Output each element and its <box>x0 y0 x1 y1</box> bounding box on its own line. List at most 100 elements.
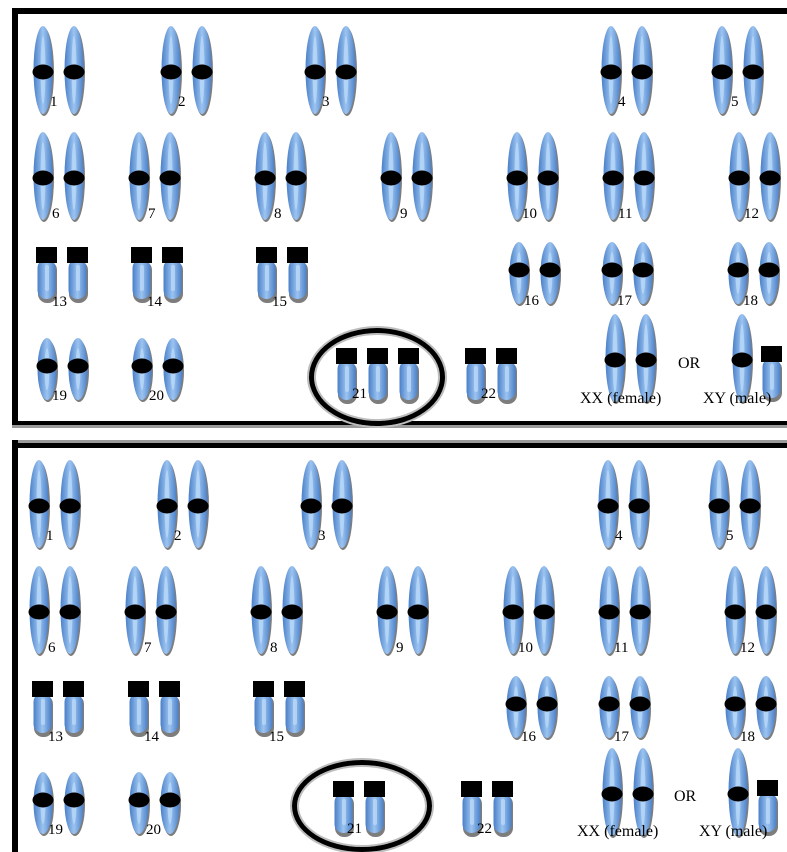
chromosome-number-label: 6 <box>48 640 56 656</box>
chromosome <box>254 130 276 222</box>
chromosome-number-label: 17 <box>614 729 629 745</box>
chromosome <box>711 24 733 116</box>
chromosome <box>536 674 558 740</box>
chromosome <box>285 130 307 222</box>
chromosome-number-label: 8 <box>274 206 282 222</box>
chromosome <box>191 24 213 116</box>
frame-top-edge <box>12 440 787 448</box>
frame-left-edge <box>12 440 18 852</box>
chromosome <box>742 24 764 116</box>
chromosome <box>331 458 353 550</box>
pair-21-highlight-ring <box>292 760 432 852</box>
female-label: XX (female) <box>580 390 661 408</box>
frame-left-edge <box>12 8 18 426</box>
chromosome <box>739 458 761 550</box>
chromosome <box>162 336 184 402</box>
chromosome-number-label: 2 <box>178 94 186 110</box>
chromosome <box>187 458 209 550</box>
chromosome-number-label: 12 <box>740 640 755 656</box>
chromosome <box>533 564 555 656</box>
male-label: XY (male) <box>699 823 767 841</box>
chromosome-number-label: 1 <box>50 94 58 110</box>
chromosome-number-label: 14 <box>147 294 162 310</box>
chromosome <box>28 564 50 656</box>
chromosome-number-label: 9 <box>400 206 408 222</box>
chromosome-number-label: 20 <box>146 822 161 838</box>
chromosome-number-label: 12 <box>744 206 759 222</box>
chromosome-number-label: 17 <box>617 293 632 309</box>
chromosome-number-label: 16 <box>521 729 536 745</box>
chromosome-number-label: 11 <box>618 206 632 222</box>
chromosome-number-label: 11 <box>614 640 628 656</box>
chromosome <box>496 348 518 404</box>
chromosome <box>632 240 654 306</box>
chromosome <box>59 564 81 656</box>
chromosome-number-label: 5 <box>726 528 734 544</box>
chromosome <box>250 564 272 656</box>
or-label: OR <box>674 788 696 806</box>
chromosome <box>411 130 433 222</box>
chromosome-number-label: 13 <box>52 294 67 310</box>
chromosome-number-label: 4 <box>618 94 626 110</box>
chromosome <box>629 564 651 656</box>
chromosome <box>539 240 561 306</box>
chromosome <box>281 564 303 656</box>
chromosome-number-label: 4 <box>615 528 623 544</box>
chromosome-number-label: 19 <box>48 822 63 838</box>
chromosome-number-label: 7 <box>148 206 156 222</box>
chromosome-number-label: 22 <box>477 821 492 837</box>
chromosome <box>63 681 85 737</box>
chromosome <box>755 674 777 740</box>
chromosome <box>32 130 54 222</box>
chromosome-number-label: 20 <box>149 388 164 404</box>
chromosome <box>376 564 398 656</box>
chromosome-number-label: 9 <box>396 640 404 656</box>
chromosome <box>63 770 85 836</box>
male-label: XY (male) <box>703 390 771 408</box>
female-label: XX (female) <box>577 823 658 841</box>
chromosome-number-label: 7 <box>144 640 152 656</box>
chromosome <box>759 130 781 222</box>
chromosome <box>159 130 181 222</box>
chromosome <box>335 24 357 116</box>
chromosome <box>155 564 177 656</box>
chromosome-number-label: 3 <box>318 528 326 544</box>
chromosome <box>755 564 777 656</box>
chromosome <box>287 247 309 303</box>
chromosome-number-label: 22 <box>481 386 496 402</box>
chromosome <box>631 24 653 116</box>
chromosome-number-label: 15 <box>272 294 287 310</box>
chromosome <box>128 130 150 222</box>
chromosome-number-label: 19 <box>52 388 67 404</box>
chromosome-number-label: 8 <box>270 640 278 656</box>
or-label: OR <box>678 355 700 373</box>
chromosome <box>63 24 85 116</box>
chromosome <box>162 247 184 303</box>
chromosome <box>124 564 146 656</box>
chromosome <box>492 781 514 837</box>
chromosome <box>284 681 306 737</box>
chromosome <box>159 681 181 737</box>
chromosome <box>629 674 651 740</box>
chromosome <box>59 458 81 550</box>
chromosome <box>67 247 89 303</box>
chromosome-number-label: 16 <box>524 293 539 309</box>
chromosome <box>407 564 429 656</box>
chromosome <box>628 458 650 550</box>
trisomy-21-highlight-ring <box>309 328 445 426</box>
chromosome-number-label: 18 <box>740 729 755 745</box>
chromosome-number-label: 14 <box>144 729 159 745</box>
chromosome-number-label: 10 <box>518 640 533 656</box>
chromosome-number-label: 18 <box>743 293 758 309</box>
chromosome-number-label: 1 <box>46 528 54 544</box>
chromosome-number-label: 3 <box>322 94 330 110</box>
chromosome <box>63 130 85 222</box>
chromosome <box>159 770 181 836</box>
chromosome <box>380 130 402 222</box>
chromosome-number-label: 5 <box>731 94 739 110</box>
frame-top-edge <box>12 8 787 14</box>
chromosome <box>537 130 559 222</box>
chromosome <box>758 240 780 306</box>
chromosome-number-label: 6 <box>52 206 60 222</box>
